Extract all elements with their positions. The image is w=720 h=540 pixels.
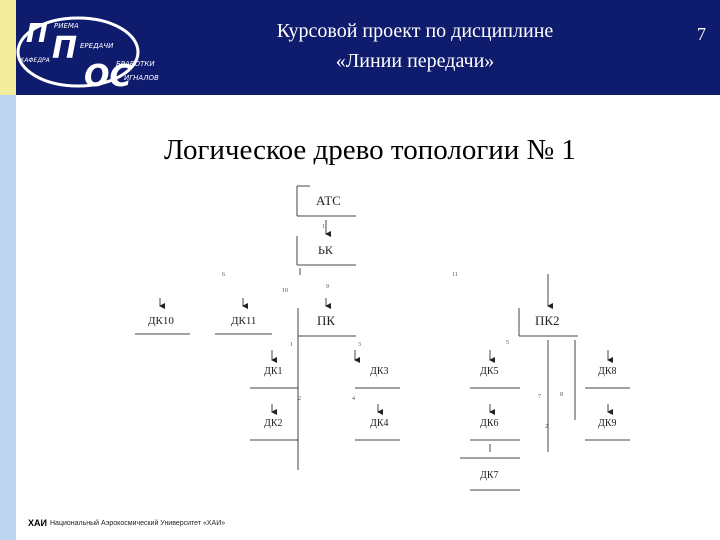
node-dk1: ДК1 xyxy=(264,366,283,377)
slide-number: 7 xyxy=(697,24,706,44)
node-dk4: ДК4 xyxy=(370,418,389,429)
node-dk3: ДК3 xyxy=(370,366,389,377)
department-logo: П П ОС РИЕМА ЕРЕДАЧИ БРАБОТКИ ИГНАЛОВ КА… xyxy=(16,6,176,90)
edge-label-1: 1 xyxy=(322,224,325,230)
edge-label-4: 4 xyxy=(352,396,355,402)
node-dk9: ДК9 xyxy=(598,418,617,429)
logo-letters-os: ОС xyxy=(84,59,132,90)
accent-strip-top xyxy=(0,0,16,95)
footer-logo: ХАИ xyxy=(28,518,47,528)
logo-letter-p2: П xyxy=(52,31,77,66)
edge-label-5: 5 xyxy=(506,340,509,346)
edge-label-2b: 2 xyxy=(545,424,548,430)
page-title: Логическое древо топологии № 1 xyxy=(164,134,576,166)
node-pk2: ПК2 xyxy=(535,313,560,328)
logo-word-1: РИЕМА xyxy=(54,22,79,30)
footer-text: Национальный Аэрокосмический Университет… xyxy=(50,520,226,527)
slide-title-line-1: Курсовой проект по дисциплине xyxy=(276,20,554,42)
edge-label-3: 3 xyxy=(358,342,361,348)
edge-label-8: 8 xyxy=(560,392,563,398)
node-dk6: ДК6 xyxy=(480,418,499,429)
edge-label-9: 9 xyxy=(326,284,329,290)
logo-word-4: ИГНАЛОВ xyxy=(124,74,159,82)
edge-label-6: 6 xyxy=(222,272,225,278)
node-dk8: ДК8 xyxy=(598,366,617,377)
node-dk7: ДК7 xyxy=(480,470,499,481)
node-yk: ЬК xyxy=(318,243,334,257)
logo-word-2: ЕРЕДАЧИ xyxy=(80,42,114,50)
edge-label-11: 11 xyxy=(452,272,458,278)
edge-label-7: 7 xyxy=(538,394,541,400)
logo-word-5: КАФЕДРА xyxy=(20,57,50,64)
node-dk11: ДК11 xyxy=(231,315,256,327)
node-dk5: ДК5 xyxy=(480,366,499,377)
node-dk2: ДК2 xyxy=(264,418,283,429)
accent-strip-left xyxy=(0,95,16,540)
edge-label-1b: 1 xyxy=(290,342,293,348)
edge-label-10: 10 xyxy=(282,288,288,294)
node-dk10: ДК10 xyxy=(148,315,174,327)
logo-word-3: БРАБОТКИ xyxy=(116,60,155,68)
node-atc: АТС xyxy=(316,193,341,208)
edge-label-2: 2 xyxy=(298,396,301,402)
node-pk: ПК xyxy=(317,313,335,328)
logo-letter-p1: П xyxy=(26,19,48,49)
slide-title-line-2: «Линии передачи» xyxy=(335,50,495,72)
logo-ring xyxy=(16,16,140,88)
